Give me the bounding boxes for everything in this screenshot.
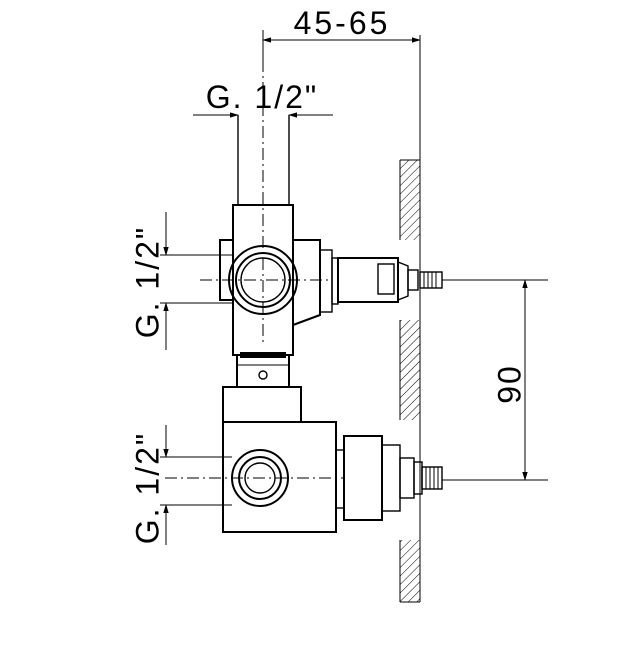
- dimension-pipe-thread-top: G. 1/2": [193, 79, 333, 118]
- thread-lower-side-label: G. 1/2": [129, 432, 165, 545]
- wall-hatch-1: [400, 160, 420, 240]
- top-pipe: [237, 60, 290, 345]
- wall-hatch-3: [400, 540, 420, 602]
- axis-spacing-label: 90: [491, 364, 527, 404]
- upper-valve-body: [200, 204, 548, 356]
- lower-valve-body: [165, 386, 548, 533]
- pipe-thread-top-label: G. 1/2": [206, 79, 319, 115]
- dimension-depth-range: 45-65: [262, 5, 421, 70]
- thread-upper-side-label: G. 1/2": [129, 226, 165, 339]
- dimension-thread-upper-side: G. 1/2": [129, 212, 233, 350]
- depth-range-label: 45-65: [294, 5, 391, 41]
- dimension-thread-lower-side: G. 1/2": [129, 425, 232, 545]
- dimension-axis-spacing: 90: [491, 279, 528, 481]
- connector: [236, 352, 290, 388]
- wall: [399, 35, 421, 603]
- wall-hatch-2: [400, 320, 420, 420]
